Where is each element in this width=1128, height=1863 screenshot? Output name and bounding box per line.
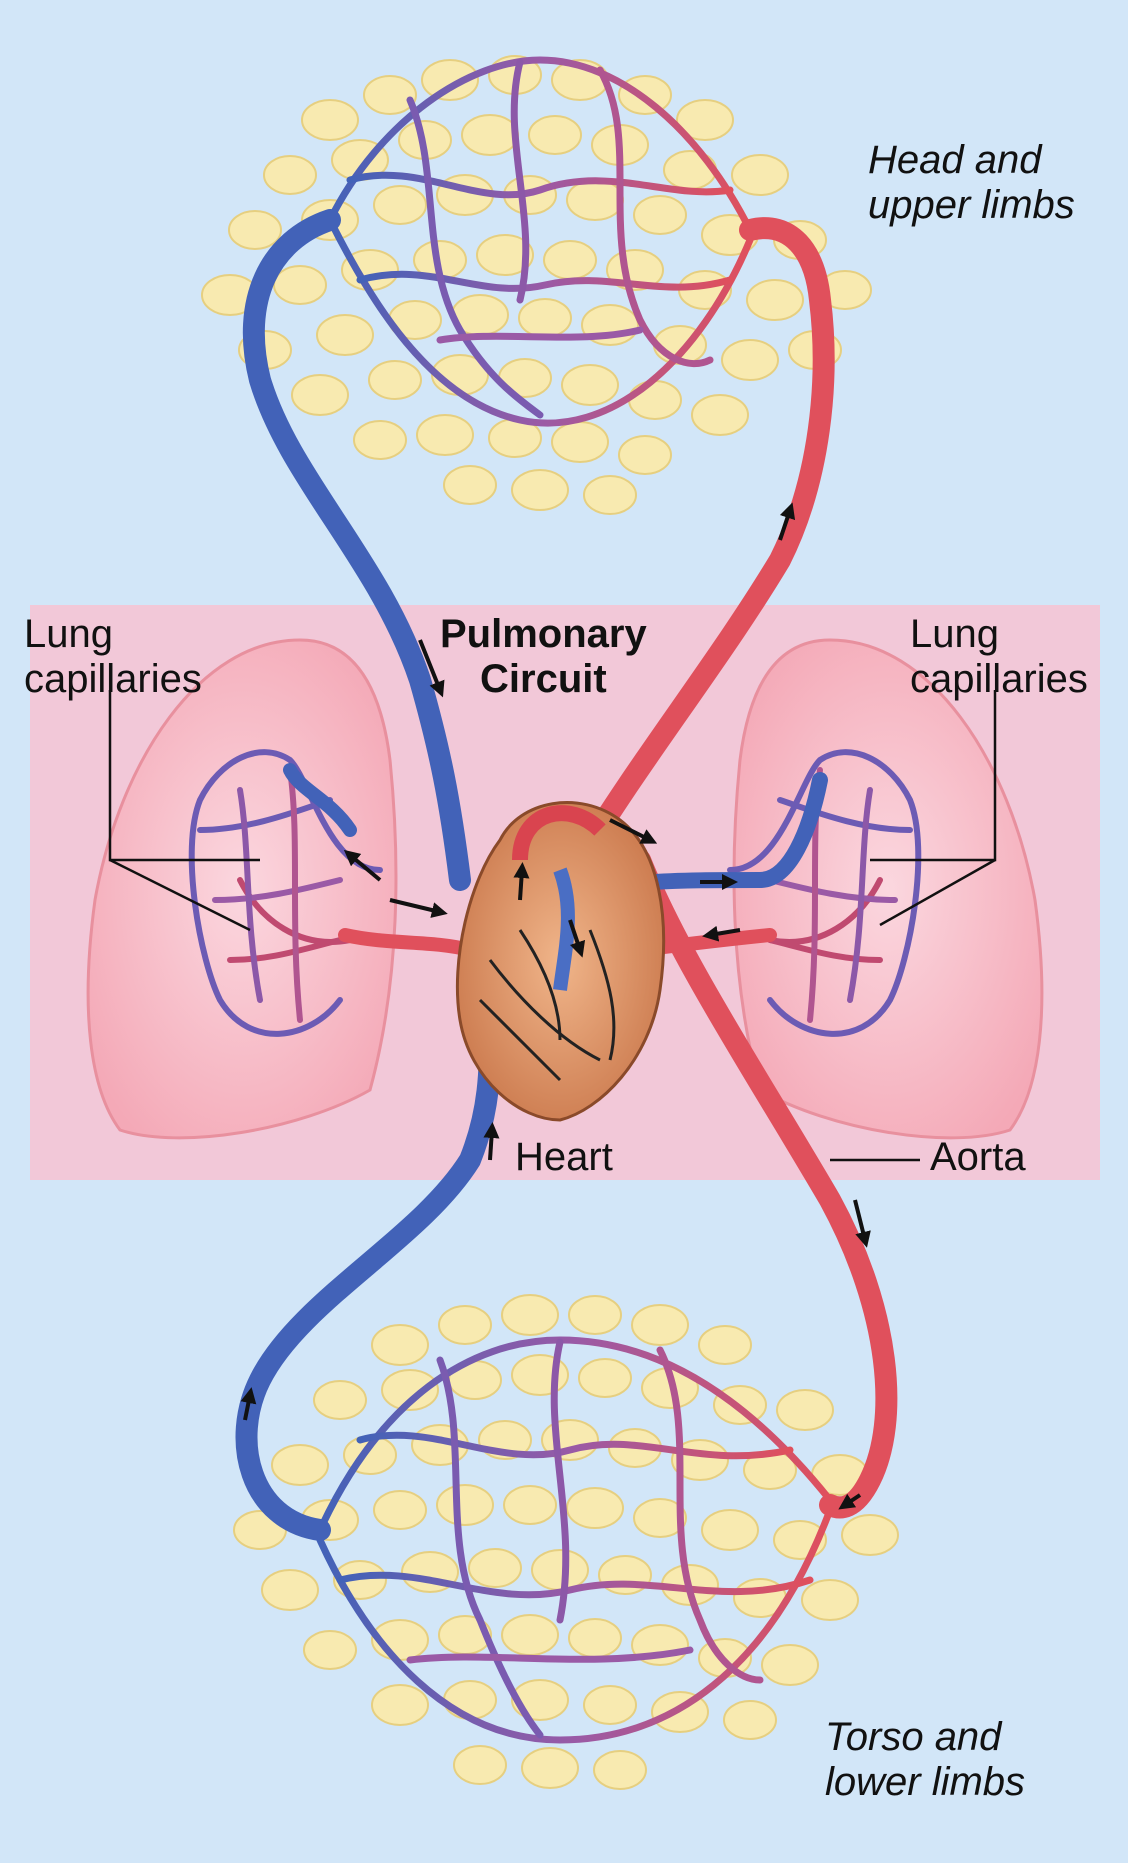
- head-capillaries: [326, 56, 754, 427]
- torso-label-line1: Torso and: [825, 1715, 1002, 1759]
- head-label-line1: Head and: [868, 138, 1042, 182]
- aorta-label-text: Aorta: [930, 1135, 1026, 1179]
- lung-capillaries-right-label: Lung capillaries: [910, 612, 1088, 702]
- lung-capillaries-left-label: Lung capillaries: [24, 612, 202, 702]
- torso-capillaries: [316, 1336, 834, 1744]
- aorta-vessel: [629, 849, 898, 1519]
- left-lung-capillaries: [188, 749, 383, 1037]
- carotid-artery: [569, 217, 835, 871]
- heart-label: Heart: [515, 1135, 613, 1180]
- torso-lower-limbs-label: Torso and lower limbs: [825, 1715, 1025, 1805]
- pulmonary-artery-left: [338, 928, 477, 957]
- head-label-line2: upper limbs: [868, 182, 1075, 227]
- pulmonary-circuit-label: Pulmonary Circuit: [440, 612, 647, 702]
- aortic-arch: [512, 805, 606, 861]
- lung-left-line2: capillaries: [24, 656, 202, 701]
- flow-arrows: [240, 502, 871, 1510]
- pulmonary-line2: Circuit: [480, 656, 607, 701]
- heart-interior-lines: [478, 929, 616, 1082]
- head-upper-limbs-label: Head and upper limbs: [868, 138, 1075, 228]
- lung-right-line2: capillaries: [910, 656, 1088, 701]
- lung-left-line1: Lung: [24, 612, 113, 656]
- torso-label-line2: lower limbs: [825, 1759, 1026, 1804]
- inferior-vein: [235, 1019, 501, 1541]
- pulmonary-line1: Pulmonary: [440, 612, 647, 656]
- leader-lines: [108, 690, 997, 1162]
- aorta-label: Aorta: [930, 1135, 1026, 1180]
- superior-vein: [242, 209, 471, 891]
- heart-label-text: Heart: [515, 1135, 613, 1179]
- pulmonary-vein-left: [283, 763, 357, 837]
- lung-right-line1: Lung: [910, 612, 999, 656]
- heart-blue-chamber: [553, 867, 575, 991]
